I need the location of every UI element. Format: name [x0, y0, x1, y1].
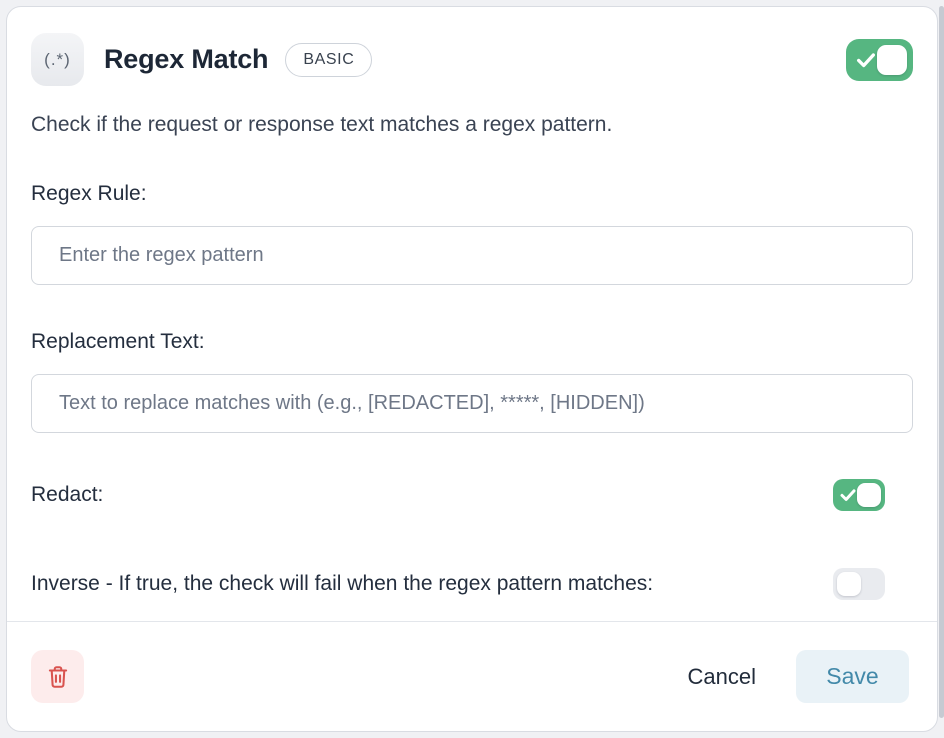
regex-icon-glyph: (.*): [44, 49, 71, 69]
modal-header: (.*) Regex Match BASIC: [31, 33, 913, 86]
basic-badge: BASIC: [285, 42, 373, 77]
regex-rule-input[interactable]: [31, 226, 913, 285]
regex-rule-label: Regex Rule:: [31, 182, 147, 205]
modal-footer: Cancel Save: [7, 621, 937, 731]
inverse-row: Inverse - If true, the check will fail w…: [31, 568, 913, 600]
regex-icon: (.*): [31, 33, 84, 86]
trash-icon: [48, 665, 67, 688]
toggle-knob: [877, 44, 907, 75]
delete-button[interactable]: [31, 650, 84, 703]
vertical-scrollbar[interactable]: [939, 6, 944, 718]
modal-body: (.*) Regex Match BASIC Check if the requ…: [7, 7, 937, 621]
replacement-text-input[interactable]: [31, 374, 913, 433]
regex-match-modal: (.*) Regex Match BASIC Check if the requ…: [6, 6, 938, 732]
toggle-knob: [837, 572, 861, 596]
redact-row: Redact:: [31, 479, 913, 511]
cancel-button[interactable]: Cancel: [687, 663, 756, 689]
inverse-toggle[interactable]: [833, 568, 885, 600]
description-text: Check if the request or response text ma…: [31, 113, 613, 136]
redact-toggle[interactable]: [833, 479, 885, 511]
toggle-knob: [857, 483, 881, 507]
enabled-toggle[interactable]: [846, 38, 913, 81]
inverse-label: Inverse - If true, the check will fail w…: [31, 572, 654, 595]
save-button[interactable]: Save: [796, 650, 909, 703]
check-icon: [857, 52, 875, 67]
page-title: Regex Match: [104, 44, 269, 74]
replacement-text-label: Replacement Text:: [31, 330, 205, 353]
check-icon: [840, 489, 856, 501]
redact-label: Redact:: [31, 483, 104, 506]
